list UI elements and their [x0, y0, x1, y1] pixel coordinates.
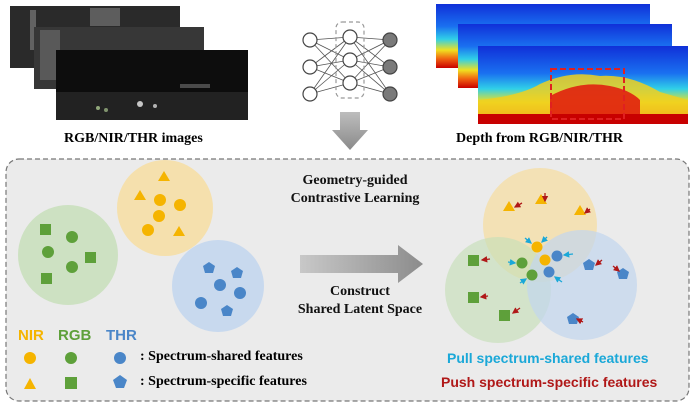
pull-caption: Pull spectrum-shared features	[447, 350, 649, 366]
legend-shapes	[24, 352, 127, 389]
legend-shared-text: : Spectrum-shared features	[140, 349, 303, 364]
legend-thr-label: THR	[106, 327, 137, 344]
legend-rgb-label: RGB	[58, 327, 92, 344]
legend-thr-circle	[114, 352, 126, 364]
pull-arrows	[507, 236, 574, 285]
method-title-line1: Geometry-guided	[302, 173, 408, 188]
neural-network-icon	[302, 21, 398, 102]
nir-cluster	[117, 160, 213, 256]
thr-cluster	[172, 240, 264, 332]
method-title-line2: Contrastive Learning	[290, 191, 420, 206]
legend-nir-label: NIR	[18, 327, 44, 344]
legend-rgb-square	[65, 377, 77, 389]
legend-rgb-circle	[65, 352, 77, 364]
depth-caption: Depth from RGB/NIR/THR	[456, 131, 623, 146]
push-caption: Push spectrum-specific features	[441, 374, 658, 390]
input-image-stack	[10, 6, 248, 120]
down-arrow-icon	[332, 112, 368, 150]
arrow-label-line1: Construct	[330, 284, 390, 299]
push-arrows	[479, 193, 620, 325]
depth-map-stack	[436, 4, 688, 124]
input-images-caption: RGB/NIR/THR images	[64, 131, 203, 146]
shared-latent-space	[445, 168, 637, 343]
legend-nir-circle	[24, 352, 36, 364]
legend-thr-pentagon	[113, 375, 127, 388]
right-arrow-icon	[300, 245, 423, 283]
rgb-cluster	[18, 205, 118, 305]
legend-nir-triangle	[24, 378, 36, 389]
highlight-box	[550, 68, 625, 120]
legend-specific-text: : Spectrum-specific features	[140, 374, 307, 389]
depth-map-thr	[478, 46, 688, 124]
image-thr	[56, 50, 248, 120]
arrow-label-line2: Shared Latent Space	[297, 302, 423, 317]
